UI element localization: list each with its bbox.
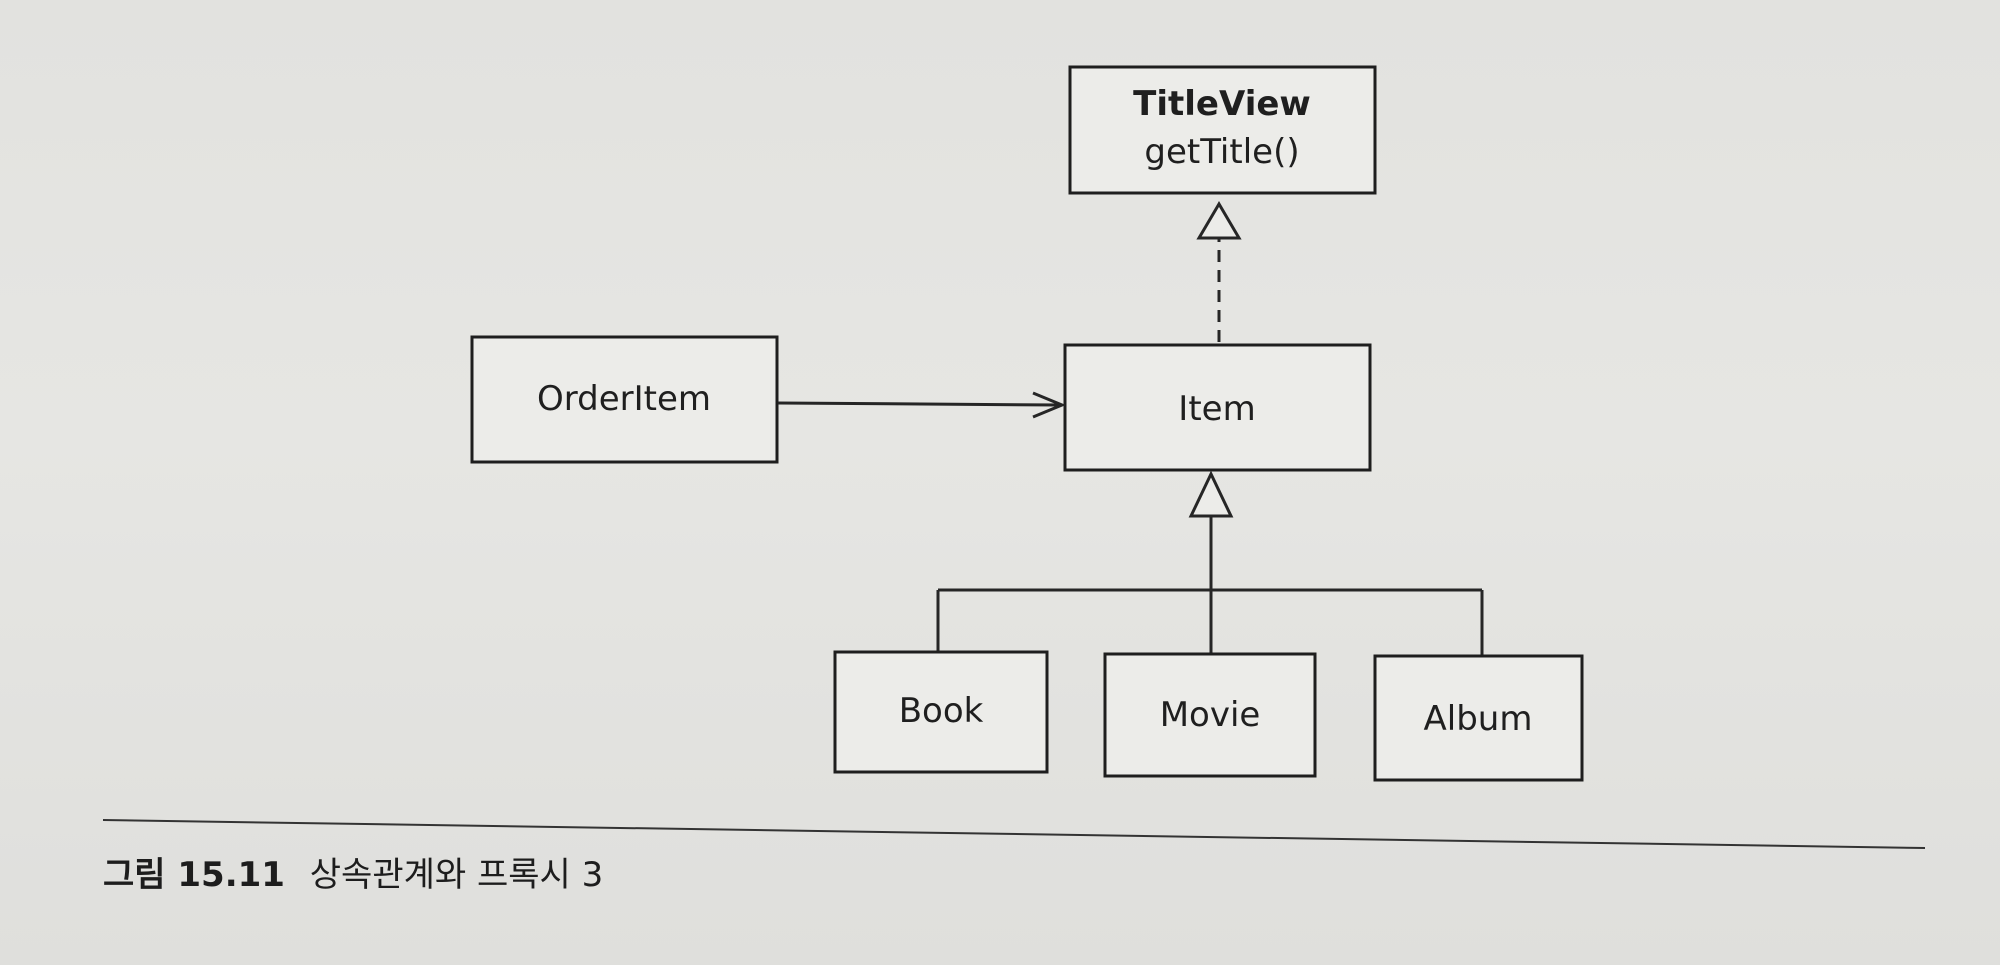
album-box: Album bbox=[1373, 654, 1584, 782]
book-name: Book bbox=[899, 691, 984, 731]
caption-text: 상속관계와 프록시 3 bbox=[310, 855, 604, 895]
caption-rule bbox=[102, 819, 1926, 849]
book-box: Book bbox=[833, 650, 1049, 774]
caption-label: 그림 15.11 bbox=[103, 855, 285, 895]
movie-box: Movie bbox=[1103, 652, 1317, 778]
movie-name: Movie bbox=[1160, 695, 1261, 735]
association-line bbox=[777, 401, 1061, 407]
generalization-arrowhead bbox=[1188, 470, 1234, 518]
figure-caption: 그림 15.11 상속관계와 프록시 3 bbox=[103, 855, 603, 895]
orderitem-box: OrderItem bbox=[470, 335, 779, 464]
item-name: Item bbox=[1178, 389, 1255, 429]
realization-arrowhead bbox=[1196, 201, 1242, 240]
titleview-name: TitleView bbox=[1133, 84, 1311, 124]
item-box: Item bbox=[1063, 343, 1372, 472]
orderitem-name: OrderItem bbox=[537, 379, 711, 419]
album-name: Album bbox=[1424, 699, 1533, 739]
titleview-method: getTitle() bbox=[1144, 132, 1299, 172]
titleview-box: TitleView getTitle() bbox=[1068, 65, 1377, 195]
association-arrowhead bbox=[1032, 391, 1066, 419]
